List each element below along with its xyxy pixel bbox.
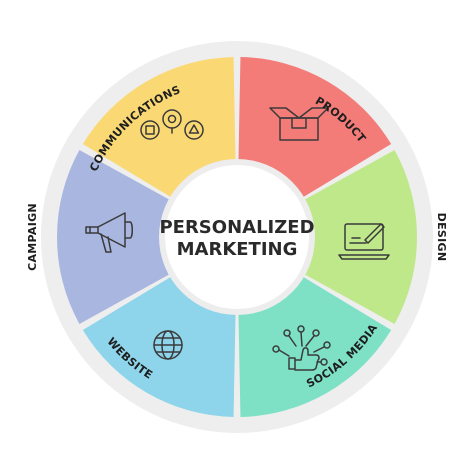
segment-campaign xyxy=(56,150,171,324)
label-design: DESIGN xyxy=(435,213,448,262)
center-title-line2: MARKETING xyxy=(177,239,298,260)
laptop-pen-icon xyxy=(338,223,390,260)
label-campaign: CAMPAIGN xyxy=(26,203,39,271)
segment-design xyxy=(303,150,418,324)
center-disc xyxy=(165,165,309,309)
segment-product xyxy=(238,57,392,198)
segments-group xyxy=(56,57,418,417)
megaphone-icon xyxy=(85,212,133,253)
thumbs-up-network-icon xyxy=(272,325,331,371)
segment-social-media xyxy=(238,276,392,417)
globe-icon xyxy=(153,330,183,360)
chat-shapes-icon xyxy=(140,109,204,140)
box-icon xyxy=(269,107,329,141)
segment-website xyxy=(82,276,236,417)
center-title-line1: PERSONALIZED xyxy=(159,217,314,238)
